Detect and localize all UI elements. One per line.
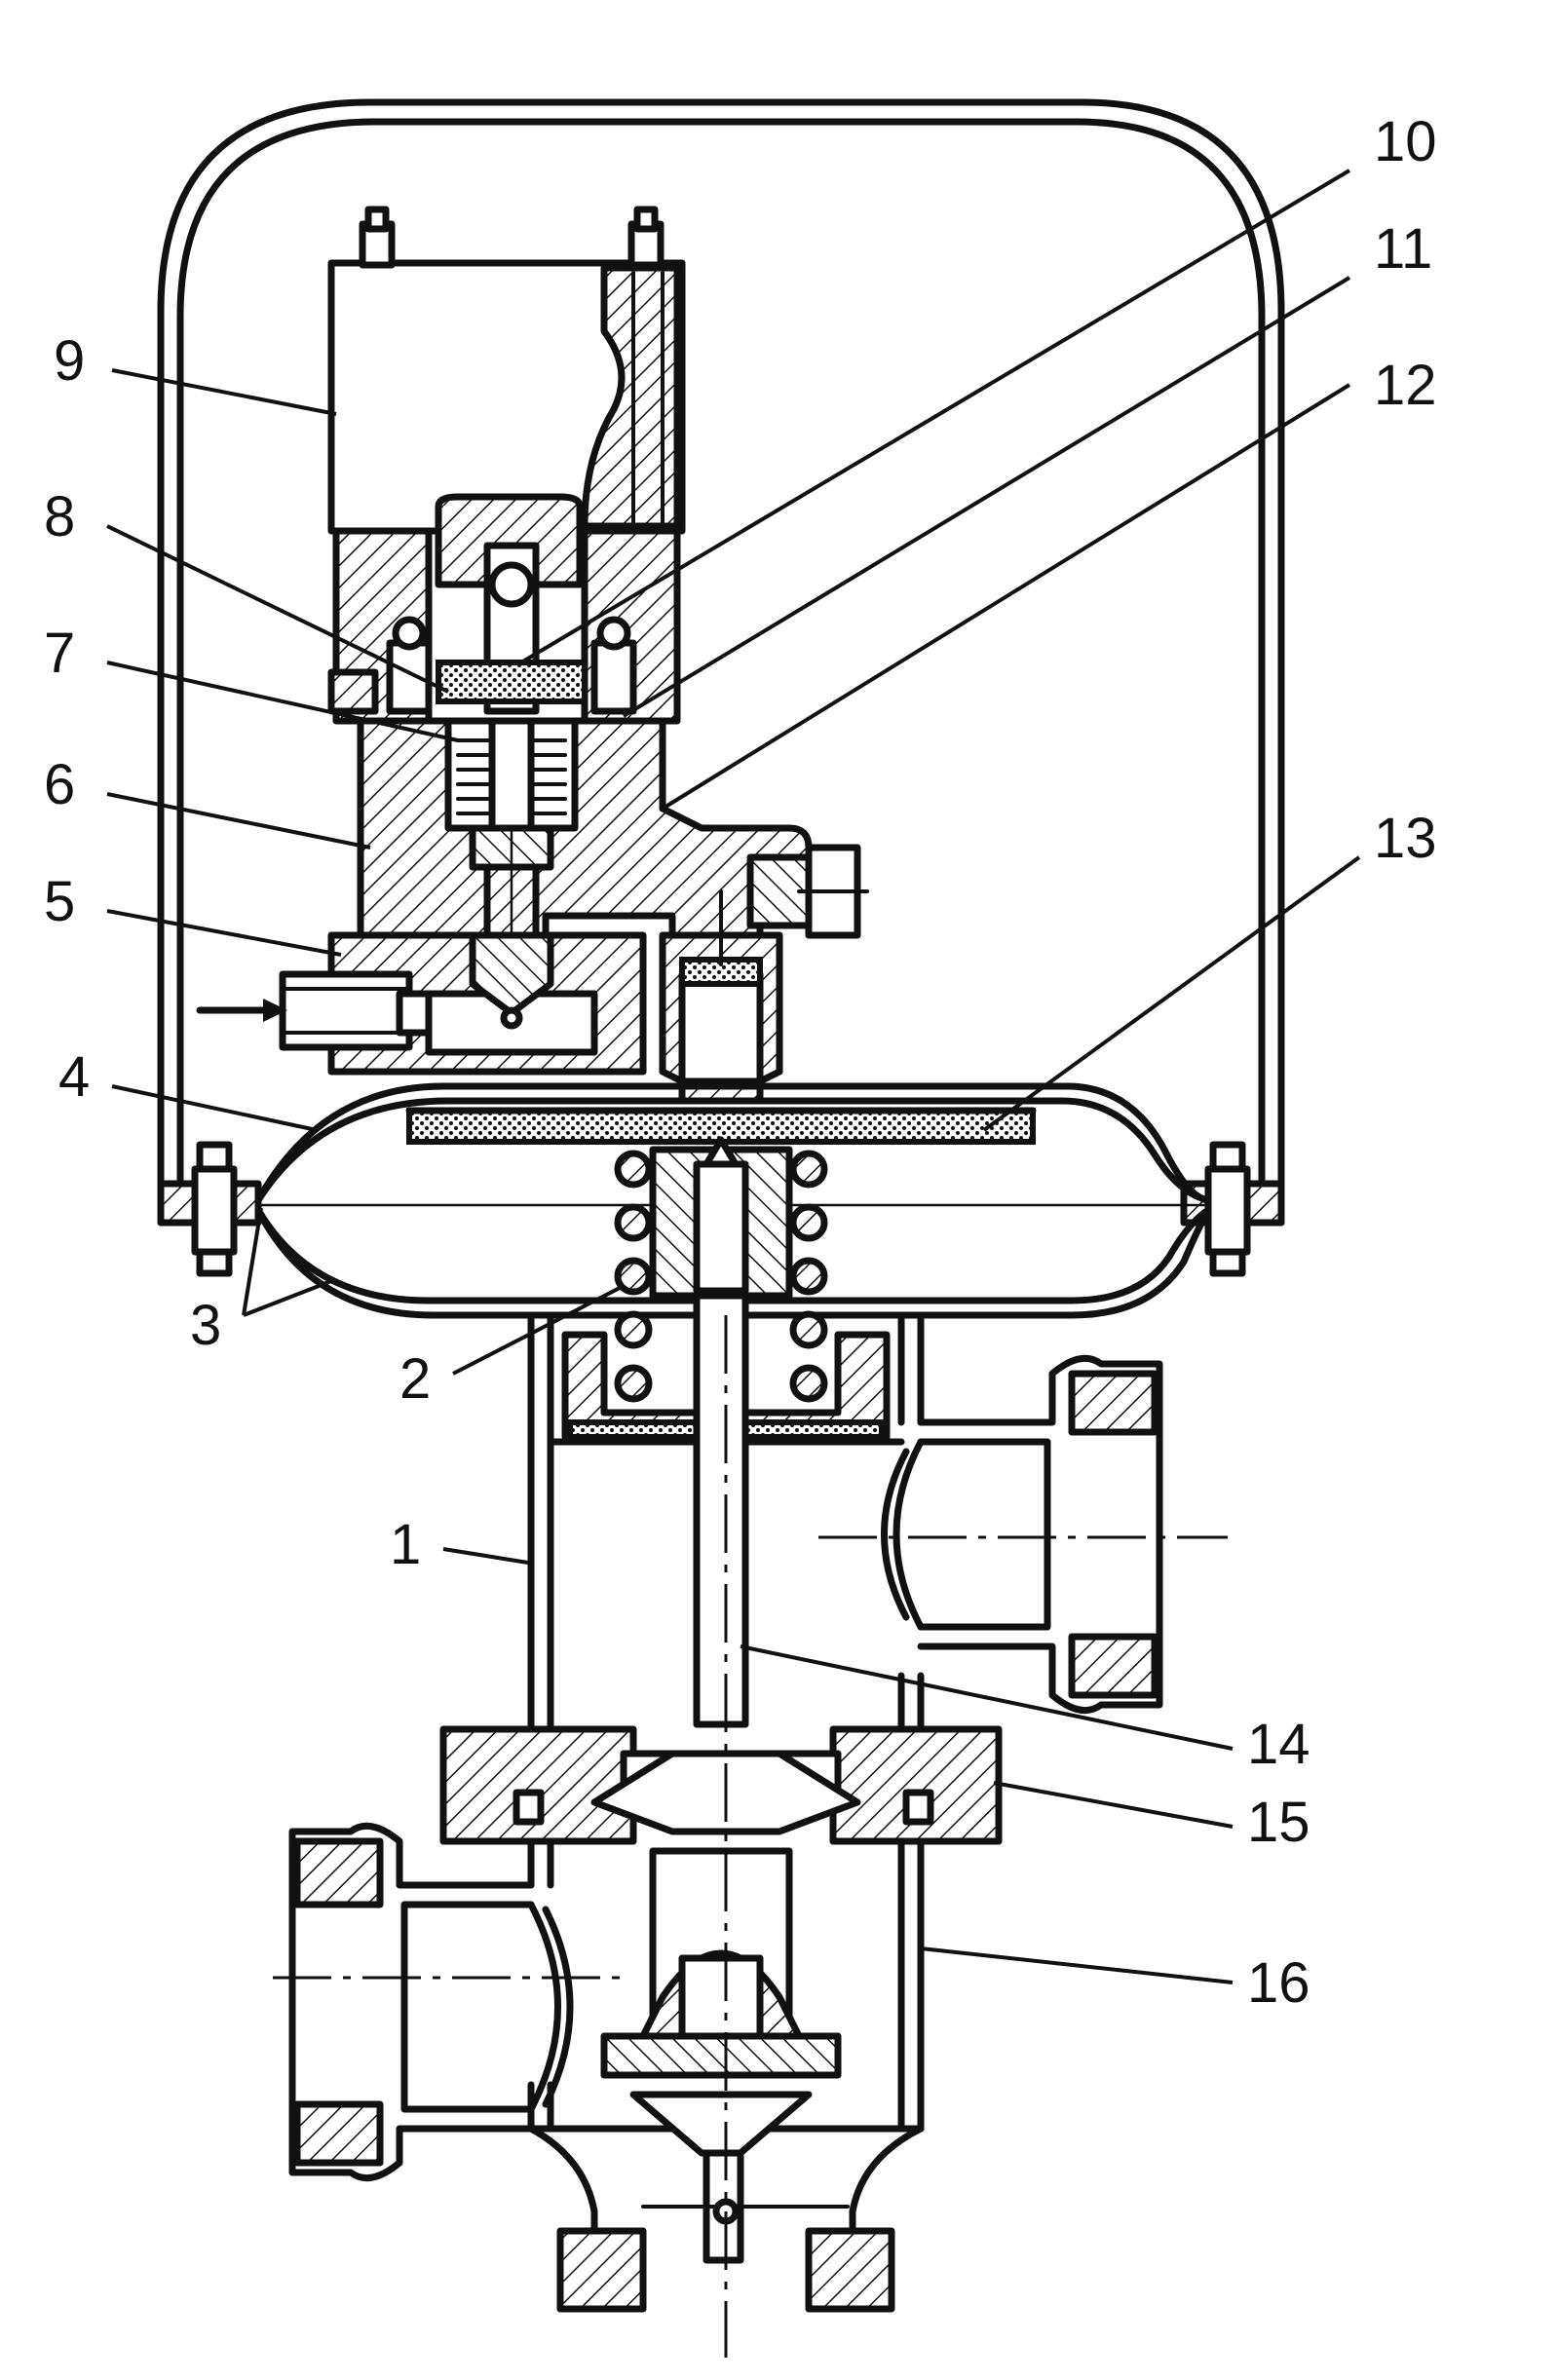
callout-1: 1 [390, 1513, 421, 1576]
callout-14: 14 [1247, 1713, 1310, 1776]
callout-9: 9 [54, 329, 85, 393]
leader-12 [661, 383, 1351, 811]
callout-10: 10 [1374, 110, 1437, 173]
leader-2 [452, 1284, 625, 1376]
callout-4: 4 [58, 1045, 90, 1109]
leader-9 [111, 368, 337, 416]
callout-3: 3 [190, 1294, 221, 1357]
leader-15 [993, 1781, 1234, 1829]
leader-lines [106, 169, 1361, 1984]
callout-11: 11 [1374, 217, 1432, 281]
leader-14 [740, 1644, 1234, 1751]
lower-valve-body [527, 1315, 925, 2358]
leader-11 [622, 276, 1351, 718]
callout-15: 15 [1247, 1791, 1310, 1854]
leader-5 [106, 909, 342, 957]
clamp-ring [439, 1725, 1003, 1845]
leader-13 [982, 855, 1361, 1132]
solenoid-housing [327, 206, 686, 606]
callout-7: 7 [44, 622, 75, 685]
leader-1 [442, 1547, 535, 1566]
leader-8 [106, 524, 449, 694]
leader-3 [242, 1207, 332, 1317]
leader-16 [920, 1946, 1234, 1984]
callout-16: 16 [1247, 1951, 1310, 2015]
callout-12: 12 [1374, 354, 1437, 417]
callout-labels: 10 11 12 9 8 7 6 5 13 4 3 2 1 14 15 16 [44, 110, 1437, 2015]
leader-7 [106, 661, 459, 742]
callout-8: 8 [44, 485, 75, 548]
air-inlet-block [196, 931, 647, 1076]
callout-2: 2 [399, 1347, 431, 1411]
diaphragm-housing [191, 1082, 1251, 1319]
left-inlet-port [273, 1822, 624, 2182]
leader-10 [519, 169, 1351, 664]
main-spring [614, 1136, 828, 1403]
callout-5: 5 [44, 870, 75, 933]
callout-6: 6 [44, 753, 75, 816]
callout-13: 13 [1374, 807, 1437, 870]
leader-4 [111, 1084, 318, 1132]
actuator-connector [659, 889, 783, 1105]
right-outlet-port [818, 1354, 1228, 1715]
leader-6 [106, 792, 371, 850]
solenoid-body [327, 493, 681, 725]
